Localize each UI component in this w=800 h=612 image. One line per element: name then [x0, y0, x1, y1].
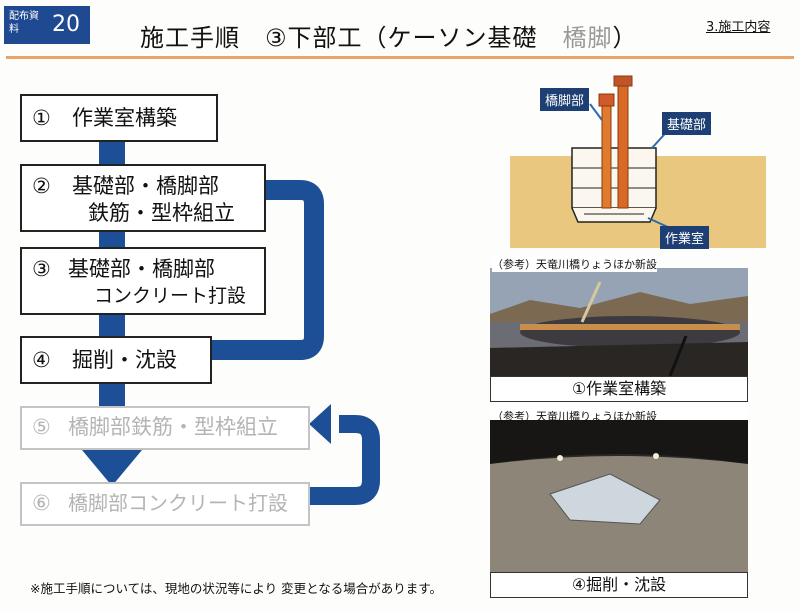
- label-work-chamber: 作業室: [660, 226, 710, 249]
- step-label: 掘削・沈設: [72, 348, 177, 372]
- step-label-line1: 基礎部・橋脚部: [68, 257, 215, 281]
- title-main: 施工手順 ③下部工（ケーソン基礎: [140, 24, 563, 52]
- step-6: ⑥ 橋脚部コンクリート打設: [20, 482, 310, 526]
- step-number: ④: [32, 348, 51, 372]
- step-1: ① 作業室構築: [20, 94, 218, 142]
- construction-photo-2: [490, 404, 748, 572]
- down-arrow-icon: [82, 450, 142, 486]
- badge-label: 配布資料: [9, 11, 39, 35]
- step-4: ④ 掘削・沈設: [20, 336, 212, 384]
- label-foundation: 基礎部: [662, 112, 712, 135]
- photo-title: ①作業室構築: [490, 376, 748, 402]
- step-5: ⑤ 橋脚部鉄筋・型枠組立: [20, 406, 310, 450]
- step-label-line1: 基礎部・橋脚部: [72, 174, 219, 198]
- step-2: ② 基礎部・橋脚部 鉄筋・型枠組立: [20, 164, 266, 232]
- document-number-badge: 配布資料 20: [4, 6, 90, 44]
- photo-title: ④掘削・沈設: [490, 572, 748, 598]
- photo-caption: （参考）天竜川橋りょうほか新設: [492, 410, 657, 423]
- caisson-diagram: [510, 75, 766, 248]
- badge-number: 20: [52, 12, 80, 37]
- section-label: 3.施工内容: [706, 20, 771, 35]
- header-divider: [6, 56, 794, 59]
- construction-photo-1: [490, 268, 748, 376]
- step-label: 作業室構築: [72, 106, 177, 130]
- step-number: ③: [32, 257, 51, 281]
- step-number: ⑥: [32, 491, 51, 515]
- step-3: ③ 基礎部・橋脚部 コンクリート打設: [20, 247, 266, 315]
- step-label: 橋脚部鉄筋・型枠組立: [68, 415, 278, 439]
- step-number: ②: [32, 174, 51, 198]
- footnote: ※施工手順については、現地の状況等により 変更となる場合があります。: [30, 581, 442, 596]
- step-label-line2: コンクリート打設: [94, 285, 247, 307]
- page-title: 施工手順 ③下部工（ケーソン基礎 橋脚）: [140, 18, 638, 53]
- title-close: ）: [612, 24, 638, 52]
- step-label: 橋脚部コンクリート打設: [68, 491, 288, 515]
- title-faded-part: 橋脚: [562, 24, 613, 52]
- loop-arrow-icon: [307, 404, 380, 505]
- step-number: ①: [32, 106, 51, 130]
- label-pier: 橋脚部: [540, 88, 590, 111]
- step-number: ⑤: [32, 415, 51, 439]
- photo-caption: （参考）天竜川橋りょうほか新設: [492, 256, 657, 272]
- step-label-line2: 鉄筋・型枠組立: [88, 201, 235, 225]
